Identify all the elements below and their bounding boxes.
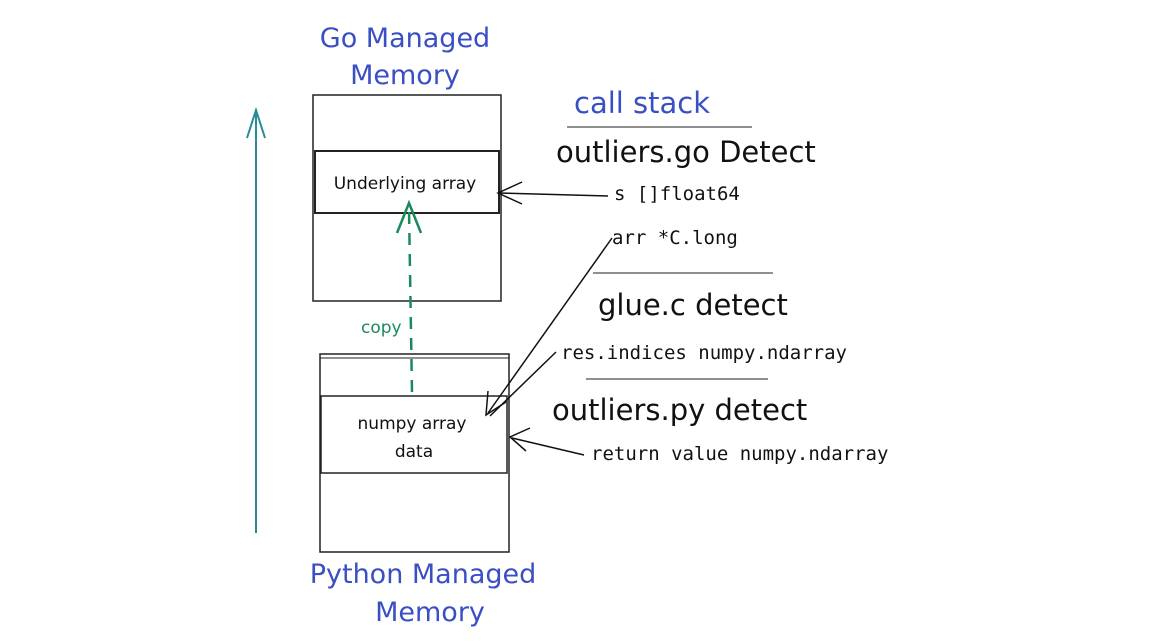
var-return-value: return value numpy.ndarray xyxy=(591,443,888,465)
pointer-res-indices-to-numpy-array xyxy=(489,351,557,417)
memory-direction-arrow xyxy=(246,106,266,533)
python-memory-title-line1: Python Managed xyxy=(310,559,537,590)
var-arr-c-long: arr *C.long xyxy=(612,227,738,249)
underlying-array-box xyxy=(314,150,500,214)
frame-outliers-go-title: outliers.go Detect xyxy=(556,135,816,169)
copy-arrow xyxy=(395,199,423,393)
go-memory-title-line2: Memory xyxy=(350,60,460,91)
numpy-array-label-line2: data xyxy=(395,442,433,462)
go-memory-box xyxy=(312,94,502,302)
call-stack-heading: call stack xyxy=(574,86,710,120)
var-s-float64: s []float64 xyxy=(614,183,740,205)
numpy-array-box xyxy=(320,395,508,474)
pointer-arr-to-numpy-array xyxy=(485,237,613,417)
go-memory-title-line1: Go Managed xyxy=(320,23,490,54)
pointer-s-to-underlying-array xyxy=(496,181,609,205)
var-res-indices: res.indices numpy.ndarray xyxy=(561,342,847,364)
numpy-array-label-line1: numpy array xyxy=(358,414,467,434)
python-memory-title-line2: Memory xyxy=(375,597,485,628)
frame-glue-c-title: glue.c detect xyxy=(598,288,788,322)
copy-label: copy xyxy=(361,318,402,338)
frame-outliers-py-title: outliers.py detect xyxy=(552,393,807,427)
pointer-return-value-to-numpy-array xyxy=(508,427,585,456)
python-memory-box xyxy=(319,353,510,553)
underlying-array-label: Underlying array xyxy=(334,174,477,194)
